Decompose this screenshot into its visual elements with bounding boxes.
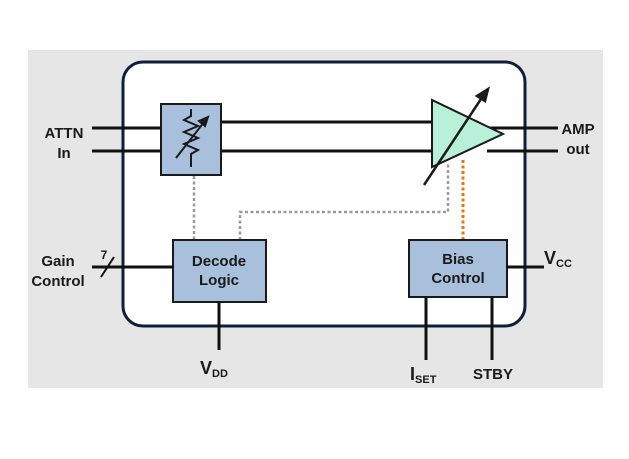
stby-label: STBY: [473, 366, 513, 383]
gain-control-bus-width: 7: [101, 248, 108, 262]
attenuator-block: [160, 103, 222, 176]
decode-logic-box: [172, 239, 267, 303]
iset-label: ISET: [410, 364, 437, 386]
attn-in-label-line2: In: [57, 145, 70, 162]
bias-control-block: Bias Control: [408, 239, 508, 298]
bias-control-label-line1: Bias: [442, 251, 474, 268]
decode-logic-block: Decode Logic: [172, 239, 267, 303]
decode-to-amplifier-link: [238, 164, 450, 240]
vdd-label-sub: DD: [212, 368, 228, 380]
bias-control-box: [408, 239, 508, 298]
vdd-label-main: V: [200, 358, 212, 378]
attn-in-label-line1: ATTN: [45, 125, 84, 142]
vcc-label: VCC: [544, 248, 572, 270]
iset-label-sub: SET: [415, 374, 437, 386]
control-wires: [92, 265, 544, 360]
rf-wires: [92, 120, 558, 153]
decode-logic-label-line1: Decode: [192, 253, 246, 270]
vcc-label-sub: CC: [556, 258, 572, 270]
amplifier: [422, 86, 506, 186]
gain-control-label-line2: Control: [31, 273, 84, 290]
amplifier-triangle: [431, 98, 506, 169]
gain-control-label-line1: Gain: [41, 253, 74, 270]
decode-logic-label-line2: Logic: [199, 272, 239, 289]
vcc-label-main: V: [544, 248, 556, 268]
amp-out-label-line1: AMP: [561, 121, 594, 138]
variable-gain-amplifier-icon: [422, 86, 490, 186]
iset-label-main: I: [410, 364, 415, 384]
attenuator-icon: [175, 109, 210, 167]
amp-out-label-line2: out: [566, 141, 589, 158]
bus-slash-icon: [100, 256, 115, 278]
bias-control-label-line2: Control: [431, 270, 484, 287]
digital-control-links: [192, 164, 450, 240]
vdd-label: VDD: [200, 358, 228, 380]
